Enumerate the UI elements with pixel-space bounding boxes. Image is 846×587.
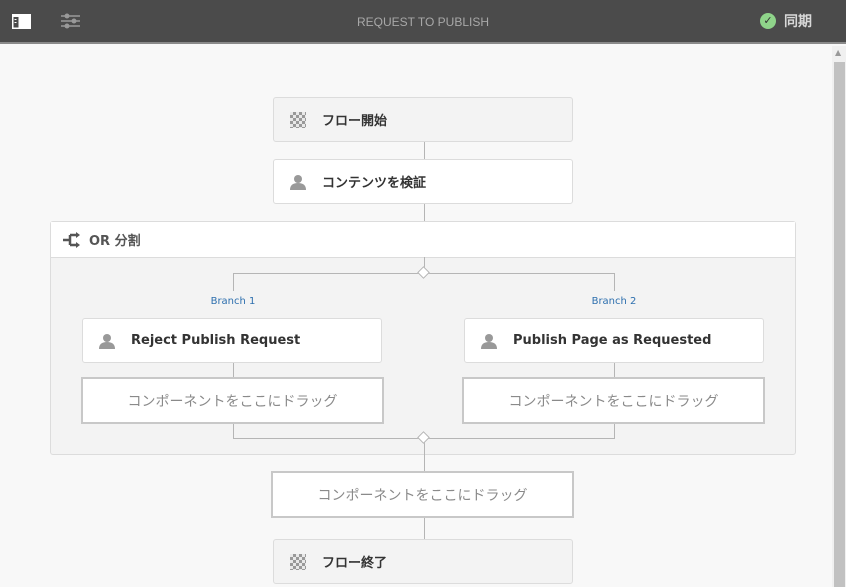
node-label: Reject Publish Request bbox=[131, 333, 301, 348]
node-label: Publish Page as Requested bbox=[513, 333, 712, 348]
split-icon bbox=[63, 231, 80, 248]
drop-zone-branch-2[interactable]: コンポーネントをここにドラッグ bbox=[462, 377, 765, 424]
or-split-header[interactable]: OR 分割 bbox=[51, 222, 795, 258]
scrollbar-thumb[interactable] bbox=[834, 62, 845, 587]
page-title: REQUEST TO PUBLISH bbox=[356, 15, 490, 29]
top-bar: REQUEST TO PUBLISH ✓ 同期 bbox=[0, 0, 846, 44]
flow-start-icon bbox=[290, 111, 306, 128]
sync-label: 同期 bbox=[784, 14, 812, 30]
user-icon bbox=[481, 333, 497, 349]
settings-sliders-icon[interactable] bbox=[61, 13, 80, 29]
user-icon bbox=[290, 174, 306, 190]
node-label: コンテンツを検証 bbox=[322, 176, 427, 191]
flow-end-node[interactable]: フロー終了 bbox=[273, 539, 573, 584]
drop-zone-branch-1[interactable]: コンポーネントをここにドラッグ bbox=[81, 377, 384, 424]
node-label: フロー終了 bbox=[322, 556, 388, 571]
publish-page-node[interactable]: Publish Page as Requested bbox=[464, 318, 764, 363]
or-split-label: OR 分割 bbox=[89, 234, 141, 249]
sync-button[interactable]: ✓ 同期 bbox=[760, 11, 812, 31]
side-panel-toggle-icon[interactable] bbox=[12, 14, 31, 29]
drop-zone-main[interactable]: コンポーネントをここにドラッグ bbox=[271, 471, 574, 518]
branch-1-label: Branch 1 bbox=[210, 296, 256, 307]
check-circle-icon: ✓ bbox=[760, 13, 776, 29]
flow-end-icon bbox=[290, 553, 306, 570]
flow-start-node[interactable]: フロー開始 bbox=[273, 97, 573, 142]
node-label: フロー開始 bbox=[322, 114, 388, 129]
branch-2-label: Branch 2 bbox=[591, 296, 637, 307]
scroll-up-icon[interactable]: ▲ bbox=[835, 48, 842, 57]
validate-content-node[interactable]: コンテンツを検証 bbox=[273, 159, 573, 204]
user-icon bbox=[99, 333, 115, 349]
vertical-scrollbar[interactable]: ▲ bbox=[832, 46, 846, 587]
reject-publish-node[interactable]: Reject Publish Request bbox=[82, 318, 382, 363]
